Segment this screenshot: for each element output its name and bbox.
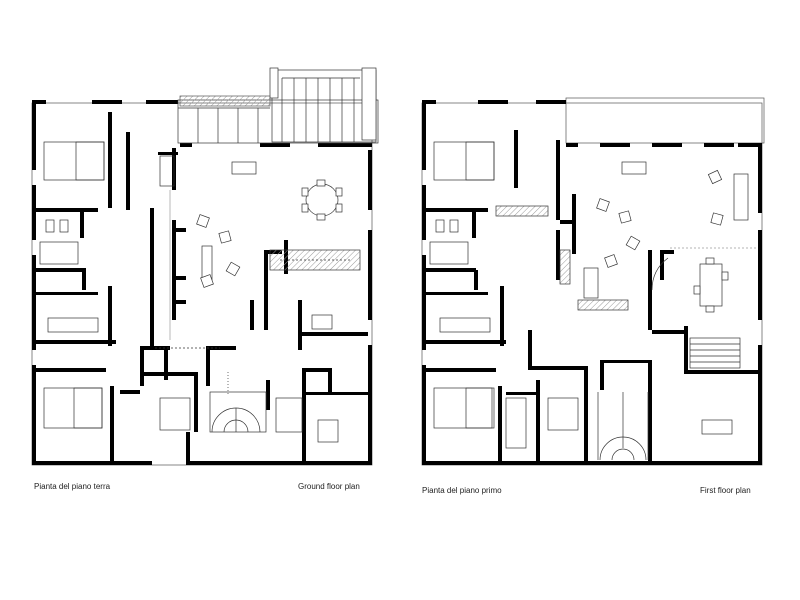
ground-dining-chairs xyxy=(301,179,343,221)
first-furniture xyxy=(429,141,756,461)
first-floor-plan xyxy=(421,97,765,466)
first-outline xyxy=(421,102,763,466)
first-chairs xyxy=(596,169,729,313)
first-interior-walls xyxy=(426,130,762,461)
ground-outer-walls xyxy=(32,100,372,465)
ground-floor-plan xyxy=(31,67,379,466)
ground-armchairs xyxy=(196,214,241,288)
first-outer-walls xyxy=(422,100,762,465)
ground-terrace xyxy=(177,67,379,144)
ground-interior-walls xyxy=(36,112,368,465)
ground-floor-caption-english: Ground floor plan xyxy=(298,482,360,491)
first-terrace-outline xyxy=(565,97,765,144)
first-floor-caption-italian: Pianta del piano primo xyxy=(422,486,502,495)
first-floor-caption-english: First floor plan xyxy=(700,486,751,495)
ground-floor-caption-italian: Pianta del piano terra xyxy=(34,482,111,491)
ground-furniture xyxy=(39,141,361,443)
